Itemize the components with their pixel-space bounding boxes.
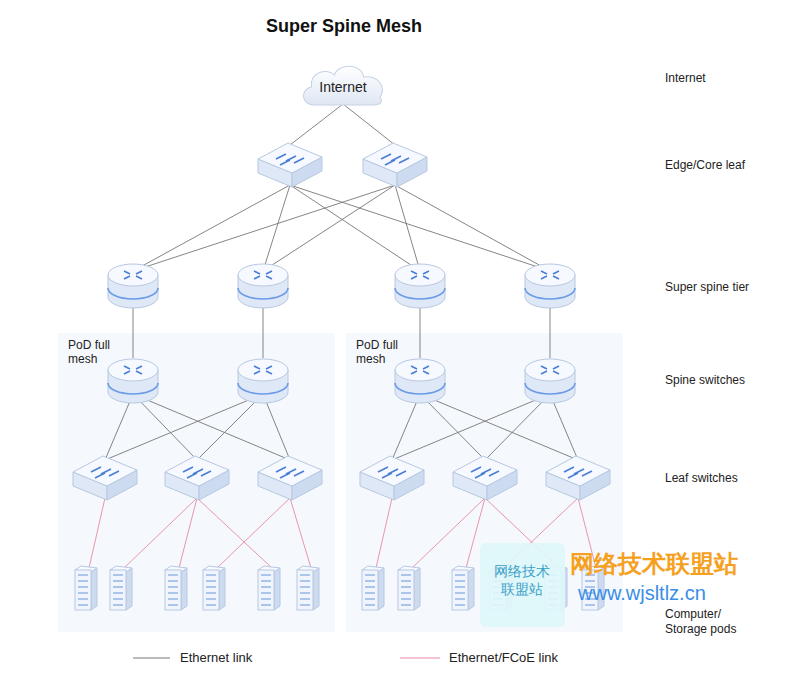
super-spine-router (395, 264, 445, 308)
watermark-logo-text: 网络技术 联盟站 (488, 563, 556, 598)
internet-cloud: Internet (299, 61, 386, 107)
ethernet-link (420, 394, 485, 460)
fcoe-link (124, 498, 197, 568)
server-rack (362, 566, 384, 610)
legend-text: Ethernet/FCoE link (449, 650, 558, 665)
watermark-url: www.wjsltlz.cn (578, 582, 706, 605)
pod-ground (58, 333, 335, 632)
server-rack (110, 566, 132, 610)
ethernet-link (197, 394, 263, 460)
ethernet-link (133, 185, 395, 271)
ethernet-link (263, 394, 290, 460)
spine-router (108, 359, 158, 403)
leaf-switch (73, 456, 137, 500)
ethernet-link (485, 394, 550, 460)
fcoe-link (412, 498, 485, 568)
server-rack (258, 566, 280, 610)
server-rack (398, 566, 420, 610)
ethernet-link (395, 185, 550, 271)
server-rack (203, 566, 225, 610)
leaf-switch (258, 456, 322, 500)
ethernet-link (392, 394, 550, 460)
ethernet-link (343, 104, 395, 145)
ethernet-link (290, 104, 343, 145)
tier-label: Computer/ Storage pods (665, 607, 745, 637)
spine-router (238, 359, 288, 403)
spine-router (395, 359, 445, 403)
tier-label: Internet (665, 71, 706, 85)
pod-label: PoD full mesh (356, 339, 408, 367)
ethernet-link (105, 394, 263, 460)
leaf-switch (165, 456, 229, 500)
diagram-title: Super Spine Mesh (266, 16, 422, 37)
core-switch (258, 143, 322, 187)
leaf-switch (453, 456, 517, 500)
ethernet-link (420, 394, 578, 460)
core-switch (363, 143, 427, 187)
watermark-logo (480, 543, 565, 627)
ethernet-link (550, 394, 578, 460)
fcoe-link (217, 498, 290, 568)
pod-region: PoD full mesh (58, 333, 335, 632)
watermark-text: 网络技术联盟站 (570, 548, 738, 580)
cloud-label: Internet (319, 79, 366, 95)
fcoe-link (179, 498, 197, 568)
link-lines (89, 104, 596, 568)
legend-line-sample (133, 657, 170, 658)
leaf-switch (546, 456, 610, 500)
server-rack (165, 566, 187, 610)
legend-line-sample (400, 657, 440, 658)
tier-label: Edge/Core leaf (665, 158, 745, 172)
legend-entry: Ethernet/FCoE link (449, 650, 558, 665)
ethernet-link (133, 394, 197, 460)
fcoe-link (89, 498, 105, 568)
super-spine-router (525, 264, 575, 308)
fcoe-link (197, 498, 272, 568)
legend-entry: Ethernet link (180, 650, 252, 665)
ethernet-link (133, 394, 290, 460)
leaf-switch (360, 456, 424, 500)
server-rack (297, 566, 319, 610)
fcoe-link (376, 498, 392, 568)
pod-label: PoD full mesh (68, 339, 120, 367)
ethernet-link (263, 185, 395, 271)
tier-label: Spine switches (665, 373, 745, 387)
ethernet-link (263, 185, 290, 271)
tier-label: Super spine tier (665, 280, 749, 294)
ethernet-link (133, 185, 290, 271)
server-rack (75, 566, 97, 610)
fcoe-link (290, 498, 311, 568)
ethernet-link (395, 185, 420, 271)
legend-text: Ethernet link (180, 650, 252, 665)
server-rack (452, 566, 474, 610)
super-spine-router (108, 264, 158, 308)
spine-router (525, 359, 575, 403)
super-spine-router (238, 264, 288, 308)
tier-label: Leaf switches (665, 471, 738, 485)
